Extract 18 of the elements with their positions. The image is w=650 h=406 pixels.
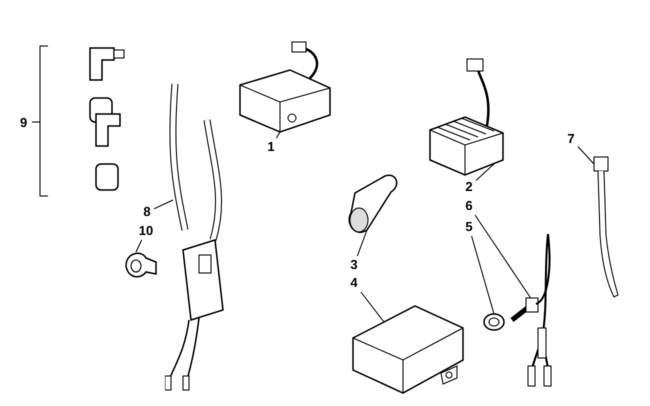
callout-number: 8 — [142, 203, 152, 221]
leader-line — [474, 214, 532, 300]
leader-line — [136, 240, 142, 252]
callout-number: 7 — [566, 130, 576, 148]
leader-line — [356, 230, 368, 256]
callout-number: 6 — [464, 197, 474, 215]
leader-line — [578, 146, 594, 164]
callout-number: 9 — [20, 114, 28, 132]
leader-line — [476, 162, 496, 182]
leader-line — [360, 292, 384, 322]
callout-number: 1 — [266, 138, 276, 156]
leader-line — [154, 200, 174, 210]
callout-number: 10 — [138, 222, 154, 240]
leader-line — [471, 236, 494, 314]
callout-number: 5 — [464, 218, 474, 236]
callout-number: 2 — [464, 178, 474, 196]
callout-number: 3 — [349, 256, 359, 274]
callout-number: 4 — [349, 274, 359, 292]
